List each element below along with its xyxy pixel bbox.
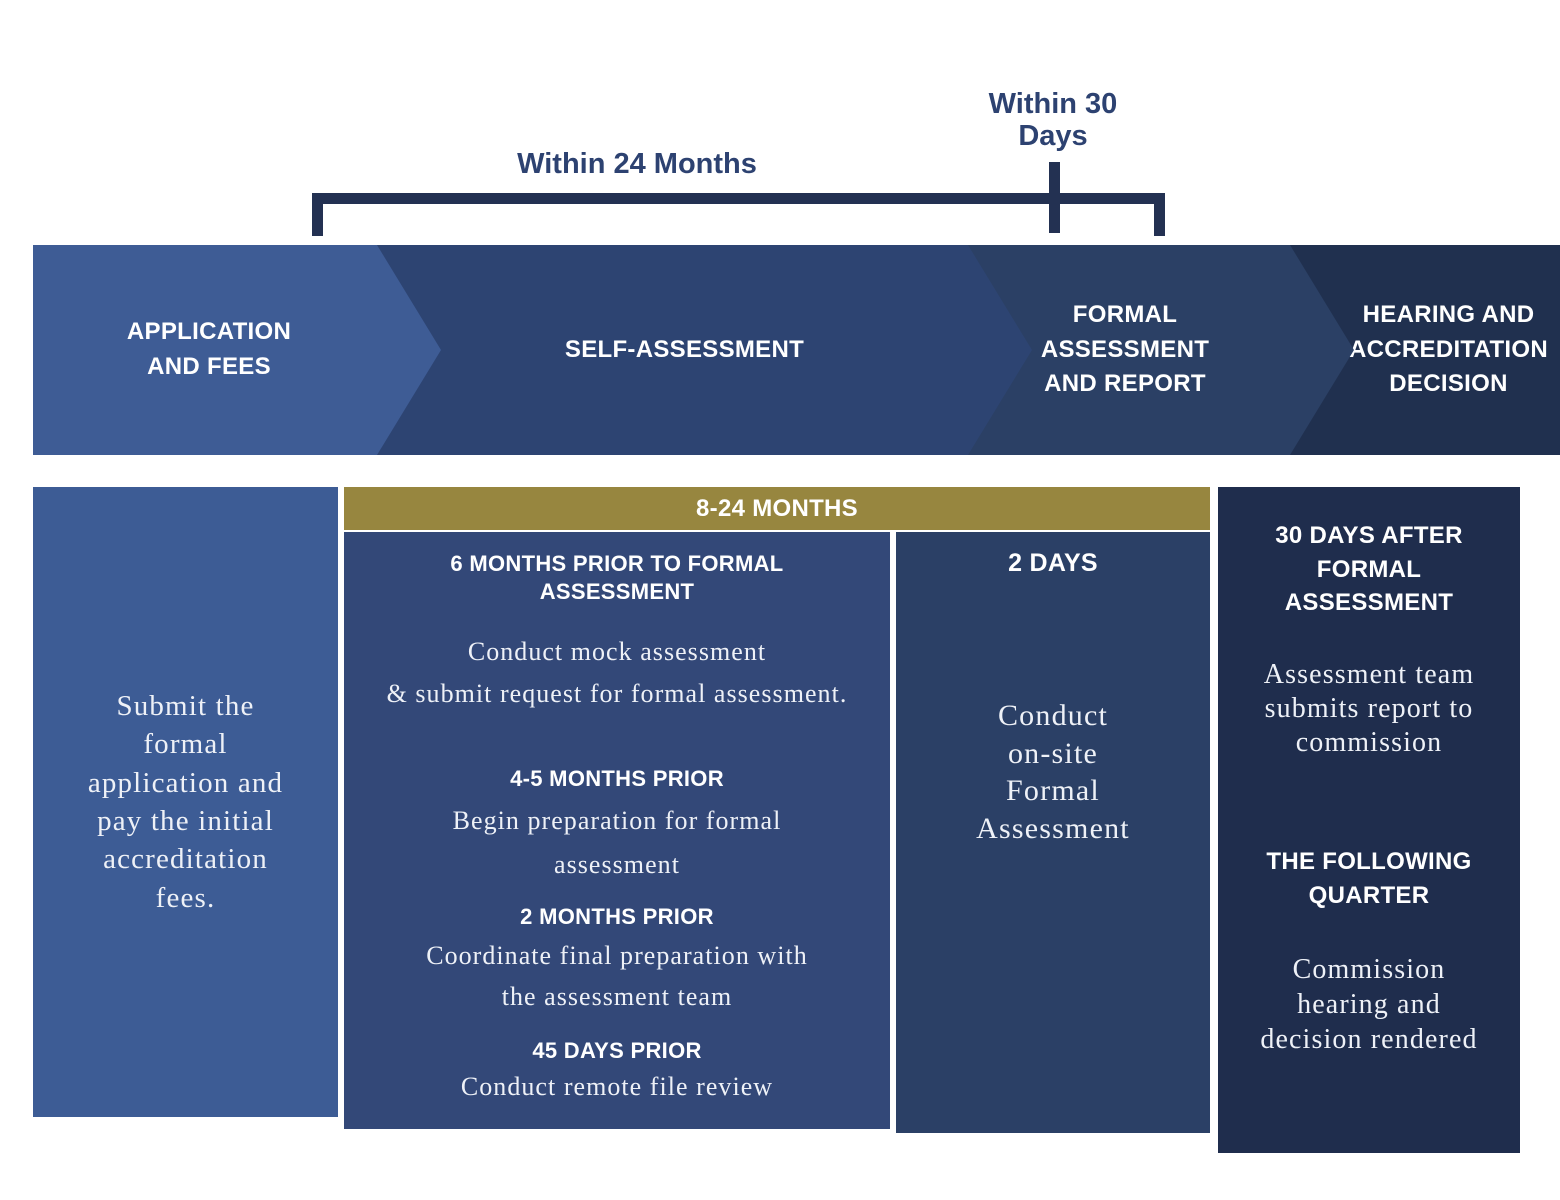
stage-label: FORMAL ASSESSMENT AND REPORT: [1040, 300, 1210, 398]
report-box-heading: 30 DAYS AFTER FORMAL ASSESSMENT: [1275, 522, 1463, 617]
formal-assessment-body: Conduct on-site Formal Assessment: [976, 699, 1130, 845]
bracket-left-elbow: [312, 193, 323, 236]
stage-label: APPLICATION AND FEES: [126, 318, 292, 380]
duration-banner-label: 8-24 MONTHS: [696, 494, 858, 522]
quarter-box-heading: THE FOLLOWING QUARTER: [1266, 848, 1472, 909]
step-box-4-5-months-prior: 4-5 MONTHS PRIOR Begin preparation for f…: [344, 753, 890, 902]
bracket-right-elbow: [1154, 193, 1165, 236]
step-body: Begin preparation for formal assessment: [452, 805, 782, 879]
within-30-days-label: Within 30 Days: [988, 88, 1118, 153]
quarter-box-body: Commission hearing and decision rendered: [1260, 954, 1478, 1056]
application-detail-box: Submit the formal application and pay th…: [33, 487, 338, 1117]
step-heading: 2 MONTHS PRIOR: [520, 904, 714, 929]
step-box-6-months-prior: 6 MONTHS PRIOR TO FORMAL ASSESSMENT Cond…: [344, 532, 890, 768]
step-heading: 4-5 MONTHS PRIOR: [510, 766, 724, 791]
step-body: Coordinate final preparation with the as…: [426, 940, 808, 1012]
stage-label: HEARING AND ACCREDITATION DECISION: [1349, 300, 1548, 398]
step-body: Conduct mock assessment & submit request…: [386, 637, 848, 708]
report-box-body: Assessment team submits report to commis…: [1263, 658, 1475, 759]
step-body: Conduct remote file review: [460, 1071, 774, 1101]
stage-arrow-application-and-fees: APPLICATION AND FEES: [33, 245, 441, 455]
bracket-30-days-tick: [1049, 162, 1060, 233]
application-detail-text: Submit the formal application and pay th…: [87, 690, 284, 914]
within-24-months-label: Within 24 Months: [517, 148, 757, 180]
commission-hearing-box: THE FOLLOWING QUARTER Commission hearing…: [1218, 809, 1520, 1153]
step-box-45-days-prior: 45 DAYS PRIOR Conduct remote file review: [344, 1025, 890, 1129]
step-heading: 6 MONTHS PRIOR TO FORMAL ASSESSMENT: [450, 551, 784, 604]
formal-assessment-duration-heading: 2 DAYS: [1008, 549, 1098, 577]
step-box-2-months-prior: 2 MONTHS PRIOR Coordinate final preparat…: [344, 893, 890, 1032]
stage-label: SELF-ASSESSMENT: [564, 335, 805, 363]
formal-assessment-detail-box: 2 DAYS Conduct on-site Formal Assessment: [896, 532, 1210, 1133]
duration-banner-8-24-months: 8-24 MONTHS: [344, 487, 1210, 530]
bracket-horizontal-line: [312, 193, 1165, 204]
step-heading: 45 DAYS PRIOR: [532, 1038, 702, 1063]
report-submission-box: 30 DAYS AFTER FORMAL ASSESSMENT Assessme…: [1218, 487, 1520, 834]
